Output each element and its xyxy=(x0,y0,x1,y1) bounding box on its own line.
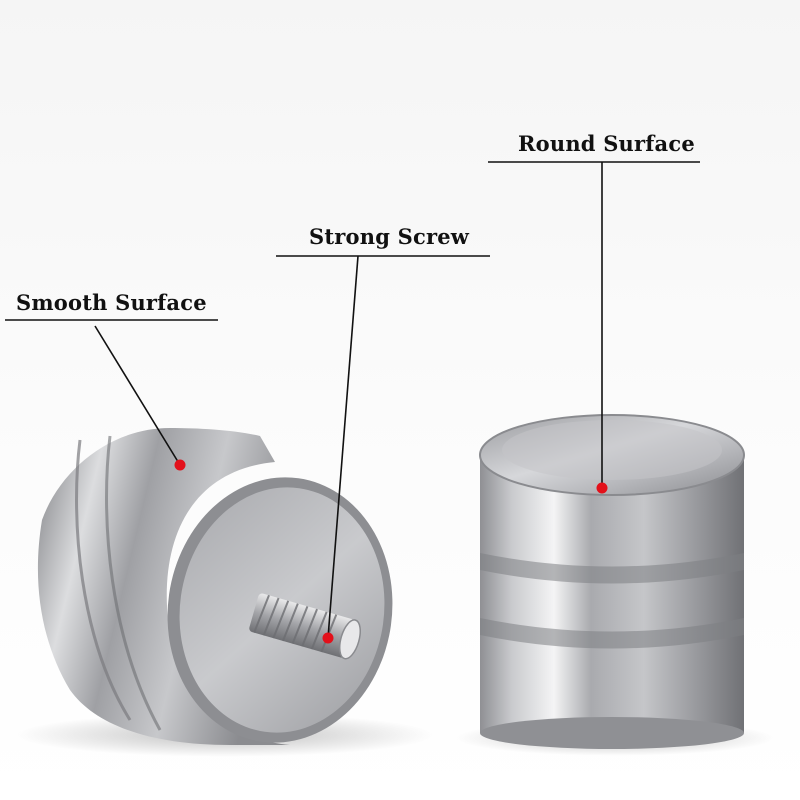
right-groove-2 xyxy=(480,618,744,649)
leader-lines xyxy=(5,161,700,639)
right-cylinder xyxy=(479,414,745,749)
smooth-leader xyxy=(94,325,181,466)
right-cylinder-bottom xyxy=(480,717,744,749)
left-cylinder-body xyxy=(37,428,290,745)
smooth-marker-dot xyxy=(174,459,186,471)
smooth-surface-label: Smooth Surface xyxy=(16,290,207,315)
left-groove-1 xyxy=(75,439,132,721)
right-groove-1 xyxy=(480,553,744,584)
round-surface-label: Round Surface xyxy=(518,131,695,156)
right-cylinder-body xyxy=(480,455,744,733)
screw-marker-dot xyxy=(322,632,334,644)
strong-screw-label: Strong Screw xyxy=(309,224,470,249)
round-marker-dot xyxy=(596,482,608,494)
left-groove-2 xyxy=(105,435,162,731)
right-top-sheen xyxy=(502,420,722,480)
screw-leader xyxy=(327,255,359,639)
screw-tip xyxy=(338,619,361,660)
